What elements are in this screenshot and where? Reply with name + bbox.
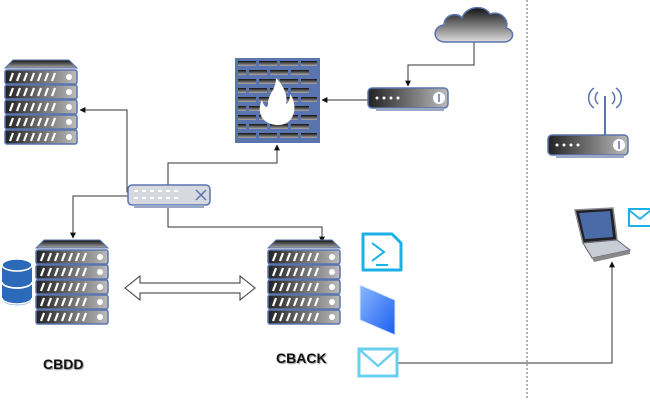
switch-icon — [127, 184, 211, 208]
firewall-icon — [235, 58, 320, 143]
flame-icon — [259, 78, 295, 125]
laptop-icon — [574, 207, 632, 262]
backup-server-label: CBACK — [276, 350, 327, 366]
connector-switch-server — [79, 107, 128, 193]
sync-double-arrow — [124, 274, 256, 302]
server-icon — [5, 60, 77, 144]
cloud-icon — [434, 6, 514, 43]
connector-switch-firewall — [167, 144, 280, 185]
connector-mail-laptop — [398, 261, 615, 364]
connector-cloud-router — [405, 42, 475, 87]
folder-icon — [359, 284, 396, 336]
connector-switch-backup-server — [167, 207, 325, 243]
db-server-label: CBDD — [43, 356, 84, 372]
wireless-router-icon — [547, 87, 629, 159]
mail-icon — [357, 347, 399, 378]
router-icon — [367, 87, 449, 112]
laptop-mail-icon — [628, 208, 650, 227]
connector-switch-db-server — [70, 195, 128, 239]
database-icon — [1, 258, 33, 307]
db-server-icon — [36, 240, 108, 324]
backup-server-icon — [268, 240, 340, 324]
script-file-icon — [361, 232, 403, 272]
